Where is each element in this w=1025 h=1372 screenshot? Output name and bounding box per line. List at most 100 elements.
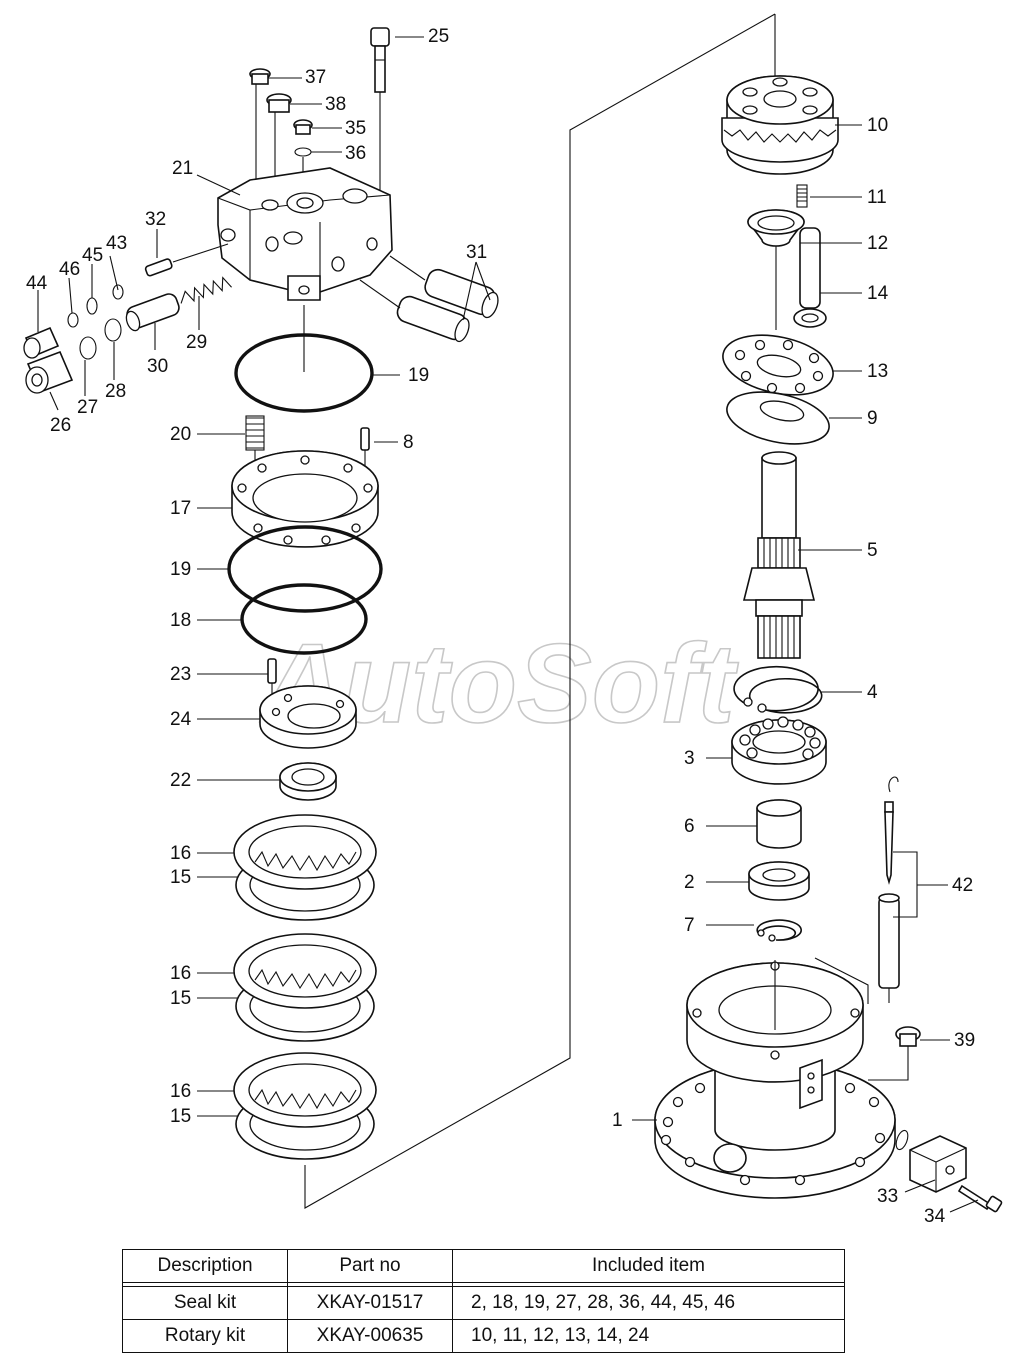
part-24-thrust-plate [259,685,357,749]
part-2-oil-seal [748,861,810,901]
part-18-o-ring [240,583,368,655]
callout-7: 7 [684,915,695,936]
part-26-plug [25,350,74,394]
callout-21: 21 [172,158,193,179]
callout-16-c: 16 [170,1081,191,1102]
callout-32: 32 [145,209,166,230]
friction-disc-pair-1 [233,814,377,921]
callout-30: 30 [147,356,168,377]
callout-38: 37 [305,67,326,88]
part-11-spring [796,184,808,208]
part-14-piston [793,227,827,328]
row-included: 10, 11, 12, 13, 14, 24 [452,1319,845,1353]
part-1-motor-casing [654,960,896,1199]
callout-15-c: 15 [170,1106,191,1127]
part-9-shoe-plate [726,391,830,445]
table-row: Rotary kit XKAY-00635 10, 11, 12, 13, 14… [122,1319,845,1353]
part-46-o-ring [67,312,79,328]
part-35-plug [293,119,313,135]
row-part-no: XKAY-00635 [287,1319,453,1353]
callout-15-a: 15 [170,867,191,888]
callout-26: 26 [50,415,71,436]
callout-22: 22 [170,770,191,791]
part-5-drive-shaft [742,451,816,659]
callout-42: 42 [952,875,973,896]
part-36-o-ring [294,147,312,157]
callout-44: 43 [106,233,127,254]
part-28-o-ring [104,318,122,342]
part-37-plug [868,1026,921,1081]
callout-17: 17 [170,498,191,519]
kit-table: Description Part no Included item Seal k… [122,1249,845,1353]
callout-16-a: 16 [170,843,191,864]
callout-4: 4 [867,682,878,703]
callout-9: 9 [867,408,878,429]
callout-1: 1 [612,1110,623,1131]
callout-33: 33 [877,1186,898,1207]
part-42-level-gauge [814,776,900,1004]
part-27-backup-ring [79,336,97,360]
part-34-bolt [957,1184,1003,1213]
callout-11: 11 [867,187,887,208]
leader-lines [37,36,979,1213]
table-row: Seal kit XKAY-01517 2, 18, 19, 27, 28, 3… [122,1286,845,1320]
header-description: Description [122,1249,288,1283]
friction-disc-pair-2 [233,933,377,1042]
callout-labels: 25 37 38 35 36 21 32 43 45 46 44 31 29 3… [26,26,975,1227]
exploded-view-diagram: AutoSoft [23,13,1003,1227]
part-30-plunger [125,293,180,332]
callout-3: 3 [684,748,695,769]
part-7-snap-ring [756,919,802,942]
callout-36: 36 [345,143,366,164]
part-32-check-valve [144,243,229,277]
row-description: Seal kit [122,1286,288,1320]
callout-34: 34 [924,1206,946,1227]
callout-5: 5 [867,540,878,561]
callout-16-b: 16 [170,963,191,984]
callout-39: 38 [325,94,346,115]
callout-8: 8 [403,432,414,453]
callout-35: 35 [345,118,366,139]
part-43-plug [23,326,60,359]
callout-12: 12 [867,233,888,254]
callout-28: 28 [105,381,126,402]
part-6-bushing [756,799,802,849]
part-3-roller-bearing [731,716,827,785]
part-44-o-ring [112,284,124,300]
callout-10: 10 [867,115,888,136]
callout-23: 23 [170,664,191,685]
row-part-no: XKAY-01517 [287,1286,453,1320]
part-12-ball-guide [747,209,805,330]
row-included: 2, 18, 19, 27, 28, 36, 44, 45, 46 [452,1286,845,1320]
callout-15-b: 15 [170,988,191,1009]
callout-20: 20 [170,424,191,445]
kit-table-header: Description Part no Included item [122,1249,845,1283]
callout-46: 46 [59,259,80,280]
part-21-valve-casing [217,167,393,372]
part-33-block [895,1129,967,1193]
part-13-set-plate [722,334,834,396]
callout-29: 29 [186,332,207,353]
assembly-boundary-line [304,13,776,1209]
part-38-plug [249,68,271,205]
callout-24: 24 [170,709,192,730]
part-10-cylinder-block [721,75,839,175]
callout-6: 6 [684,816,695,837]
callout-14: 14 [867,283,889,304]
part-29-spring [180,276,232,304]
callout-31: 31 [466,242,487,263]
part-45-o-ring [86,297,98,315]
header-included-item: Included item [452,1249,845,1283]
callout-2: 2 [684,872,695,893]
callout-19-lower: 19 [170,559,191,580]
part-22-bearing [279,762,337,801]
callout-27: 27 [77,397,98,418]
callout-19-upper: 19 [408,365,429,386]
part-23-pin [267,658,277,700]
part-17-valve-plate [231,450,379,548]
callout-13: 13 [867,361,888,382]
part-19-o-ring-upper [234,333,374,413]
part-4-snap-ring [733,665,823,714]
callout-37: 39 [954,1030,975,1051]
friction-disc-pair-3 [233,1052,377,1160]
